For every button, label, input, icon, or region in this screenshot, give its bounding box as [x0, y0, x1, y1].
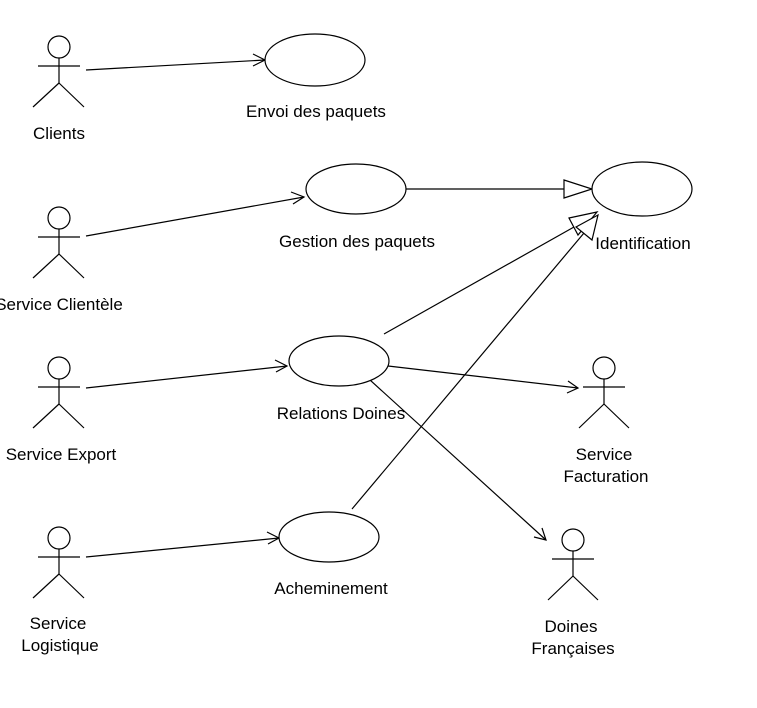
actor-service-facturation: [578, 356, 630, 429]
actor-clients: [32, 35, 85, 108]
actor-service-logistique: [32, 526, 85, 599]
association-relations-doines-francaises: [369, 379, 547, 541]
generalization-gestion-identification: [406, 179, 594, 199]
use-case-identification: [591, 161, 693, 217]
use-case-relations-doines: [288, 335, 390, 387]
label-actor-service-logistique-line2: Logistique: [21, 636, 99, 655]
use-case-gestion-des-paquets: [305, 163, 407, 215]
label-actor-service-clientele: Service Clientèle: [0, 295, 123, 314]
association-clientele-gestion: [85, 191, 306, 237]
label-actor-service-facturation-line1: Service: [576, 445, 633, 464]
association-export-relations: [85, 359, 289, 389]
label-gestion-des-paquets: Gestion des paquets: [279, 232, 435, 251]
label-actor-service-export: Service Export: [6, 445, 117, 464]
actor-service-export: [32, 356, 85, 429]
actor-service-clientele: [32, 206, 85, 279]
use-case-envoi-des-paquets: [264, 33, 366, 87]
label-envoi-des-paquets: Envoi des paquets: [246, 102, 386, 121]
label-actor-doines-francaises-line2: Françaises: [531, 639, 614, 658]
label-acheminement: Acheminement: [274, 579, 388, 598]
label-identification: Identification: [595, 234, 690, 253]
label-actor-clients: Clients: [33, 124, 85, 143]
label-actor-doines-francaises-line1: Doines: [545, 617, 598, 636]
label-relations-doines: Relations Doines: [277, 404, 406, 423]
label-actor-service-facturation-line2: Facturation: [563, 467, 648, 486]
actor-doines-francaises: [547, 528, 599, 601]
association-logistique-acheminement: [85, 531, 281, 558]
association-relations-facturation: [387, 365, 580, 394]
label-actor-service-logistique-line1: Service: [30, 614, 87, 633]
generalization-acheminement-identification: [351, 213, 599, 510]
generalization-relations-identification: [383, 211, 599, 335]
association-clients-envoi: [85, 53, 267, 71]
use-case-acheminement: [278, 511, 380, 563]
